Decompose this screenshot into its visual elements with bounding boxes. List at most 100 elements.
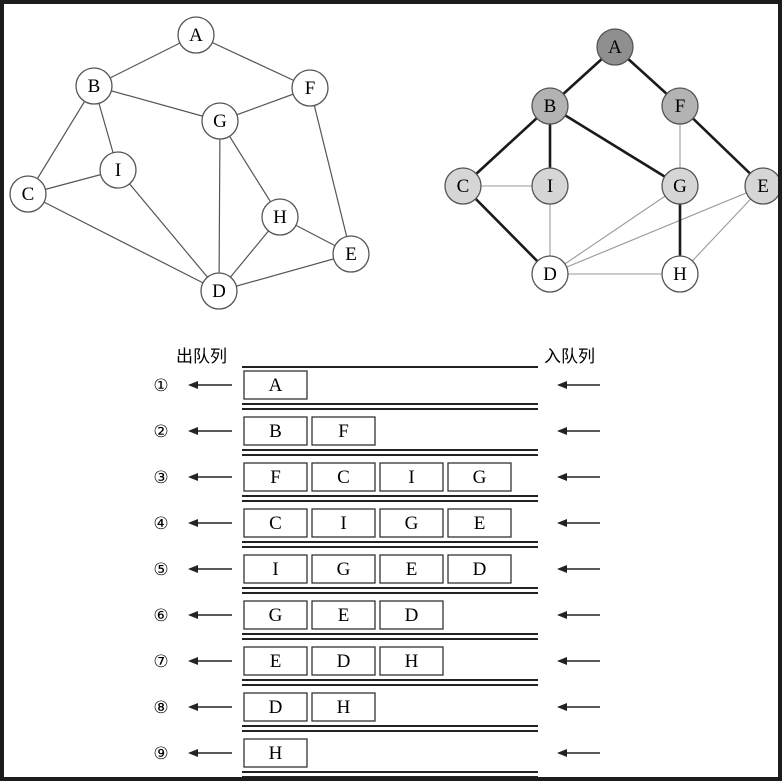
edge-eh xyxy=(679,185,764,275)
node-circle xyxy=(596,28,634,66)
queue-item-label: I xyxy=(340,513,346,534)
left-node-c: C xyxy=(9,175,47,213)
left-node-b: B xyxy=(75,67,113,105)
left-node-f: F xyxy=(291,69,329,107)
queue-item: A xyxy=(243,370,308,400)
queue-item: G xyxy=(243,600,308,630)
left-node-e: E xyxy=(332,235,370,273)
step-number: ④ xyxy=(153,514,168,533)
node-label: E xyxy=(757,176,769,197)
queue-item: E xyxy=(311,600,376,630)
dequeue-arrow-icon xyxy=(188,565,232,573)
step-number: ⑤ xyxy=(153,560,168,579)
edge-de xyxy=(218,253,352,292)
queue-item: D xyxy=(379,600,444,630)
enqueue-arrow-icon xyxy=(557,703,600,711)
queue-item: I xyxy=(379,462,444,492)
node-circle xyxy=(201,102,239,140)
enqueue-label: 入队列 xyxy=(544,347,595,367)
edge-gd xyxy=(218,120,221,292)
left-node-d: D xyxy=(200,272,238,310)
node-circle xyxy=(75,67,113,105)
queue-item-label: G xyxy=(405,513,419,534)
queue-item: G xyxy=(311,554,376,584)
enqueue-arrow-icon xyxy=(557,427,600,435)
queue-item: H xyxy=(379,646,444,676)
enqueue-arrow-icon xyxy=(557,565,600,573)
queue-item-label: F xyxy=(270,467,281,488)
step-number: ② xyxy=(153,422,168,441)
right-node-e: E xyxy=(744,167,778,205)
right-node-f: F xyxy=(661,87,699,125)
left-node-a: A xyxy=(177,16,215,54)
node-label: H xyxy=(673,264,687,285)
node-label: H xyxy=(273,207,287,228)
node-circle xyxy=(9,175,47,213)
node-label: G xyxy=(673,176,687,197)
enqueue-arrow-icon xyxy=(557,473,600,481)
node-label: E xyxy=(345,244,357,265)
original-graph: A B F G I C H E D xyxy=(9,16,370,310)
left-node-g: G xyxy=(201,102,239,140)
left-node-h: H xyxy=(261,198,299,236)
step-number: ③ xyxy=(153,468,168,487)
node-label: A xyxy=(608,37,622,58)
node-label: C xyxy=(22,184,35,205)
node-label: D xyxy=(543,264,557,285)
queue-item-label: C xyxy=(337,467,350,488)
node-label: A xyxy=(189,25,203,46)
node-circle xyxy=(177,16,215,54)
queue-item: E xyxy=(243,646,308,676)
node-circle xyxy=(744,167,778,205)
queue-item-label: A xyxy=(269,375,283,396)
enqueue-arrow-icon xyxy=(557,381,600,389)
node-circle xyxy=(531,255,569,293)
queue-item-label: F xyxy=(338,421,349,442)
node-label: F xyxy=(305,78,316,99)
edge-gh xyxy=(219,120,281,218)
queue-item-label: C xyxy=(269,513,282,534)
queue-item: H xyxy=(243,738,308,768)
dequeue-arrow-icon xyxy=(188,381,232,389)
queue-item: F xyxy=(311,416,376,446)
queue-item: I xyxy=(243,554,308,584)
node-circle xyxy=(99,151,137,189)
node-label: G xyxy=(213,111,227,132)
node-label: F xyxy=(675,96,686,117)
step-number: ⑥ xyxy=(153,606,168,625)
enqueue-arrow-icon xyxy=(557,749,600,757)
queue-item-label: E xyxy=(406,559,418,580)
dequeue-arrow-icon xyxy=(188,519,232,527)
right-node-d: D xyxy=(531,255,569,293)
step-number: ⑨ xyxy=(153,744,168,763)
queue-item: I xyxy=(311,508,376,538)
queue-item: E xyxy=(379,554,444,584)
edge-ab xyxy=(93,34,197,87)
node-circle xyxy=(332,235,370,273)
enqueue-arrow-icon xyxy=(557,657,600,665)
queue-item-label: D xyxy=(269,697,283,718)
node-label: B xyxy=(88,76,101,97)
tree-edge-cd xyxy=(462,185,551,275)
right-node-g: G xyxy=(661,167,699,205)
queue-item-label: I xyxy=(408,467,414,488)
queue-item: G xyxy=(447,462,512,492)
node-label: I xyxy=(115,160,121,181)
node-circle xyxy=(261,198,299,236)
queue-item-label: G xyxy=(337,559,351,580)
node-label: B xyxy=(544,96,557,117)
right-node-c: C xyxy=(444,167,482,205)
step-number: ⑦ xyxy=(153,652,168,671)
dequeue-arrow-icon xyxy=(188,749,232,757)
